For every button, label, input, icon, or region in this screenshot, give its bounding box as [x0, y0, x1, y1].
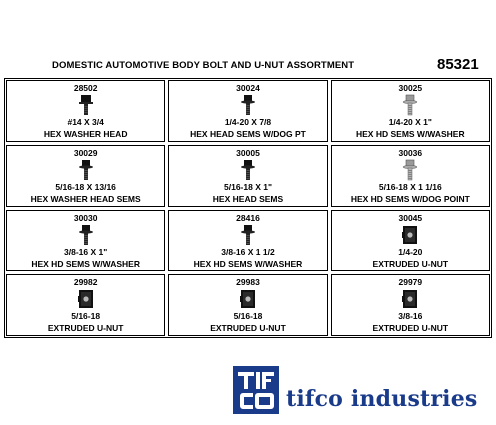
u-nut-icon: [390, 288, 430, 310]
part-description: HEX HD SEMS W/WASHER: [193, 258, 303, 269]
catalog-number: 85321: [437, 56, 479, 73]
header: DOMESTIC AUTOMOTIVE BODY BOLT AND U-NUT …: [0, 52, 496, 78]
part-description: HEX WASHER HEAD: [43, 129, 128, 139]
part-cell: 28416 3/8-16 X 1 1/2 HEX HD SEMS W/WASHE…: [168, 209, 328, 272]
part-cell: 29983 5/16-18 EXTRUDED U-NUT: [168, 274, 328, 336]
part-number: 30045: [398, 212, 423, 223]
part-number: 30005: [236, 147, 260, 158]
part-description: HEX HEAD SEMS W/DOG PT: [190, 129, 306, 139]
part-size: 3/8-16: [398, 311, 423, 322]
part-number: 30025: [398, 83, 423, 93]
part-cell: 30024 1/4-20 X 7/8 HEX HEAD SEMS W/DOG P…: [168, 80, 328, 142]
part-number: 29982: [73, 277, 98, 288]
part-number: 30024: [236, 83, 260, 93]
assortment-title: DOMESTIC AUTOMOTIVE BODY BOLT AND U-NUT …: [52, 60, 355, 71]
u-nut-icon: [66, 288, 106, 310]
part-size: 5/16-18 X 1 1/16: [378, 181, 442, 192]
part-cell: 30030 3/8-16 X 1" HEX HD SEMS W/WASHER: [6, 209, 166, 272]
tifco-logo-icon: [233, 366, 279, 414]
u-nut-icon: [228, 288, 268, 310]
part-number: 29979: [398, 277, 423, 288]
zinc-sems-bolt-icon: [390, 159, 430, 181]
part-number: 30029: [73, 147, 98, 158]
part-cell: 29982 5/16-18 EXTRUDED U-NUT: [6, 274, 166, 336]
hex-sems-bolt-icon: [228, 94, 268, 116]
part-number: 30030: [73, 212, 98, 223]
part-description: HEX HD SEMS W/WASHER: [31, 258, 140, 269]
u-nut-icon: [390, 224, 430, 246]
hex-washer-head-screw-icon: [66, 94, 106, 116]
hex-sems-bolt-icon: [228, 159, 268, 181]
part-description: HEX WASHER HEAD SEMS: [30, 193, 141, 204]
parts-grid: 28502 #14 X 3/4 HEX WASHER HEAD 30024 1/…: [6, 80, 490, 336]
part-number: 28502: [73, 83, 98, 93]
part-cell: 30025 1/4-20 X 1" HEX HD SEMS W/WASHER: [330, 80, 490, 142]
part-description: EXTRUDED U-NUT: [47, 323, 124, 334]
part-cell: 30036 5/16-18 X 1 1/16 HEX HD SEMS W/DOG…: [330, 144, 490, 207]
part-size: 5/16-18: [71, 311, 101, 322]
part-description: HEX HD SEMS W/WASHER: [356, 129, 465, 139]
part-description: EXTRUDED U-NUT: [210, 323, 286, 334]
part-description: EXTRUDED U-NUT: [372, 258, 449, 269]
hex-sems-bolt-icon: [66, 224, 106, 246]
part-size: 1/4-20: [398, 246, 423, 257]
part-description: EXTRUDED U-NUT: [372, 323, 449, 334]
part-size: 5/16-18 X 1": [224, 181, 272, 192]
zinc-sems-bolt-icon: [390, 94, 430, 116]
hex-sems-bolt-icon: [66, 159, 106, 181]
part-number: 30036: [398, 147, 423, 158]
part-cell: 30045 1/4-20 EXTRUDED U-NUT: [330, 209, 490, 272]
part-size: 3/8-16 X 1": [64, 246, 108, 257]
part-cell: 30029 5/16-18 X 13/16 HEX WASHER HEAD SE…: [6, 144, 166, 207]
part-size: #14 X 3/4: [67, 117, 104, 127]
part-description: HEX HD SEMS W/DOG POINT: [350, 193, 470, 204]
hex-sems-bolt-icon: [228, 224, 268, 246]
part-description: HEX HEAD SEMS: [212, 193, 284, 204]
part-number: 29983: [236, 277, 260, 288]
brand-name: tifco industries: [286, 386, 478, 412]
part-size: 5/16-18: [233, 311, 263, 322]
part-size: 1/4-20 X 7/8: [224, 117, 272, 127]
parts-frame: 28502 #14 X 3/4 HEX WASHER HEAD 30024 1/…: [4, 78, 492, 338]
part-size: 1/4-20 X 1": [388, 117, 432, 127]
part-number: 28416: [236, 212, 260, 223]
part-cell: 28502 #14 X 3/4 HEX WASHER HEAD: [6, 80, 166, 142]
part-cell: 29979 3/8-16 EXTRUDED U-NUT: [330, 274, 490, 336]
part-cell: 30005 5/16-18 X 1" HEX HEAD SEMS: [168, 144, 328, 207]
part-size: 3/8-16 X 1 1/2: [221, 246, 275, 257]
part-size: 5/16-18 X 13/16: [55, 181, 116, 192]
